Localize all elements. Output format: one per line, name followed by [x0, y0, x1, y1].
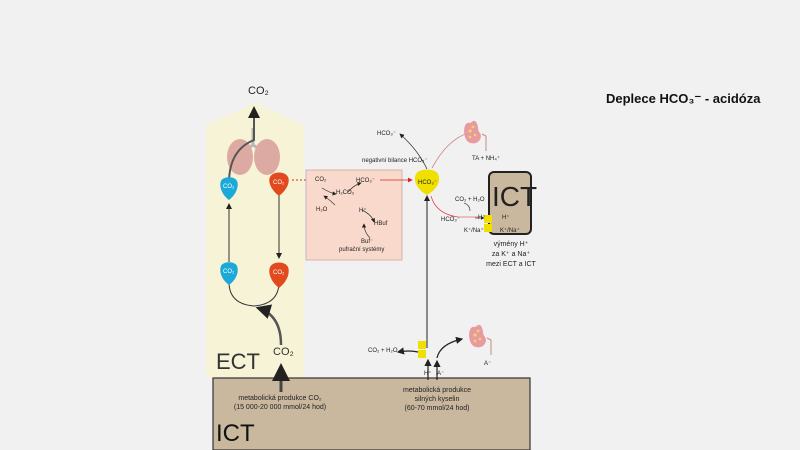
drop-hco3-label: HCO₃⁻ [418, 180, 437, 186]
ict-cell [488, 171, 532, 235]
neg-balance-label: negativní bilance HCO₃⁻ [362, 158, 428, 164]
kidney-bottom-icon [469, 324, 492, 355]
buffer-arrow-1 [321, 187, 337, 196]
ecf-region [206, 103, 304, 378]
drop-co2-r2: CO₂ [273, 270, 285, 276]
cell-hplus-label: H⁺ [478, 215, 486, 221]
metab-acid-line1: metabolická produkce [402, 387, 472, 394]
ecf-label: ECT [216, 349, 260, 374]
drop-co2-r1: CO₂ [273, 180, 285, 186]
yellow-drop-main [414, 169, 440, 195]
metab-acid-line2: silných kyselin [414, 396, 460, 403]
exchange-line3: mezi ECT a ICT [486, 261, 536, 268]
buf-co2-label: CO₂ [315, 177, 327, 183]
co2-h2o-label: CO₂ + H₂O [368, 348, 398, 354]
red-drop-upper [269, 172, 289, 196]
buffer-arrow-4 [361, 223, 371, 239]
buffer-arrow-5 [323, 195, 336, 206]
drop-co2-l2: CO₂ [223, 269, 235, 275]
exchange-line2: za K⁺ a Na⁺ [491, 251, 531, 258]
metab-co2-line1: metabolická produkce CO₂ [238, 395, 322, 402]
buf-h2co3-label: H₂CO₃ [336, 190, 355, 196]
cell-co2h2o-label: CO₂ + H₂O [455, 197, 485, 203]
kidney-connection [431, 132, 469, 169]
buf-h2o-label: H₂O [316, 207, 328, 213]
red-drop-lower [269, 262, 289, 288]
hco3-out-label: HCO₃⁻ [377, 131, 396, 137]
hco3-out-arrow [399, 133, 428, 170]
cell-channel-2 [484, 224, 492, 232]
cell-hco3-label: HCO₃⁻ [441, 217, 460, 223]
buffer-box [305, 169, 403, 261]
aminus-label: A⁻ [437, 371, 445, 377]
metab-co2-line2: (15 000-20 000 mmol/24 hod) [233, 404, 327, 411]
k-na-out-label: K⁺/Na⁺ [464, 228, 484, 234]
page-title: Deplece HCO₃⁻ - acidóza [606, 91, 761, 106]
a-to-kidney-arrow [436, 336, 464, 359]
buf-buf-label: Buf⁻ [361, 239, 374, 245]
hco3-to-cell [430, 195, 480, 218]
blue-drop-lower [220, 262, 238, 285]
co2-top-label: CO₂ [248, 85, 269, 97]
blue-drop-upper [220, 177, 238, 200]
icf-bottom-label: ICT [216, 420, 255, 447]
drop-co2-l1: CO₂ [223, 184, 235, 190]
icf-region [212, 377, 531, 450]
buf-hbuf-label: HBuf [374, 221, 388, 227]
a-kidney-label: A⁻ [484, 361, 492, 367]
icf-cell-label: ICT [492, 181, 538, 212]
kidney-top-icon [464, 120, 487, 151]
buf-systems-label: pufrační systémy [339, 247, 385, 253]
lungs-icon [227, 128, 280, 175]
cell-channel-1 [484, 215, 492, 223]
k-na-in-label: K⁺/Na⁺ [500, 228, 520, 234]
bottom-channel-2 [418, 350, 426, 358]
bottom-channel-1 [418, 341, 426, 349]
circulation-bottom [228, 281, 280, 307]
hplus-label: H⁺ [424, 371, 432, 377]
buffer-arrow-2 [347, 181, 362, 193]
ta-nh4-label: TA + NH₄⁺ [472, 156, 501, 162]
buf-hco3-label: HCO₃⁻ [356, 178, 375, 184]
co2-bottom-label: CO₂ [273, 346, 294, 358]
tissue-to-blood-arrow [255, 304, 283, 346]
cell-hplus2-label: H⁺ [502, 215, 510, 221]
cell-arrow-co2 [463, 202, 471, 212]
exchange-line1: výmény H⁺ [493, 241, 529, 248]
buffer-arrow-3 [361, 209, 376, 223]
buf-hplus-label: H⁺ [359, 208, 367, 214]
co2-exhale-arrow [228, 106, 260, 184]
co2h2o-arrow [396, 347, 419, 355]
metab-acid-line3: (60-70 mmol/24 hod) [404, 405, 470, 412]
